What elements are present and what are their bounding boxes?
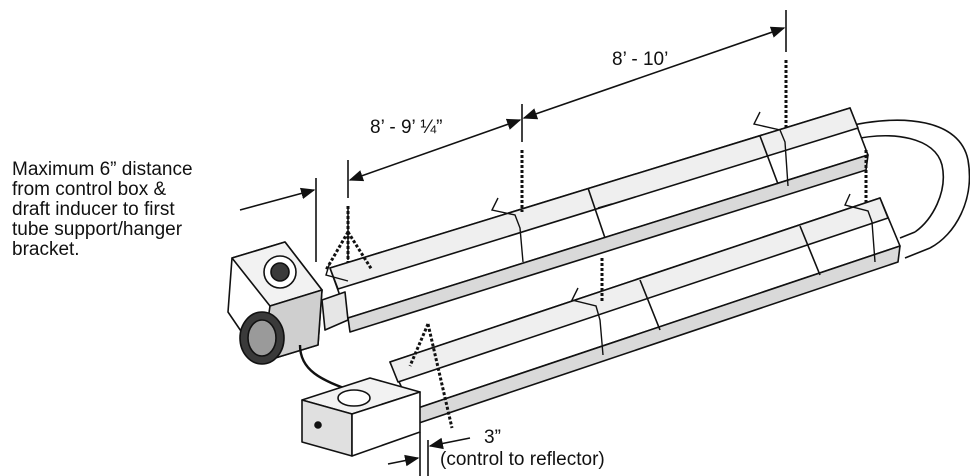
dimension-span-second — [522, 10, 787, 120]
dimension-span-first — [347, 104, 523, 198]
clearance-note-label: (control to reflector) — [440, 449, 605, 470]
lower-control-box — [301, 377, 421, 457]
note-line-5: bracket. — [12, 239, 80, 260]
dimension-max-distance — [239, 178, 349, 262]
lower-reflector — [389, 197, 901, 425]
hanger-brackets — [325, 111, 876, 356]
control-box-and-draft-inducer — [227, 241, 356, 394]
clearance-label: 3” — [484, 427, 501, 448]
span-second-label: 8’ - 10’ — [612, 49, 669, 70]
note-line-4: tube support/hanger — [12, 219, 183, 240]
distance-note: Maximum 6” distance from control box & d… — [12, 160, 193, 260]
span-first-label: 8’ - 9’ ¼” — [370, 117, 443, 138]
u-bend-tube — [839, 119, 970, 259]
note-line-1: Maximum 6” distance — [12, 159, 193, 180]
dimension-clearance — [387, 432, 471, 476]
note-line-2: from control box & — [12, 179, 167, 200]
note-line-3: draft inducer to first — [12, 199, 175, 220]
upper-reflector — [329, 107, 869, 333]
